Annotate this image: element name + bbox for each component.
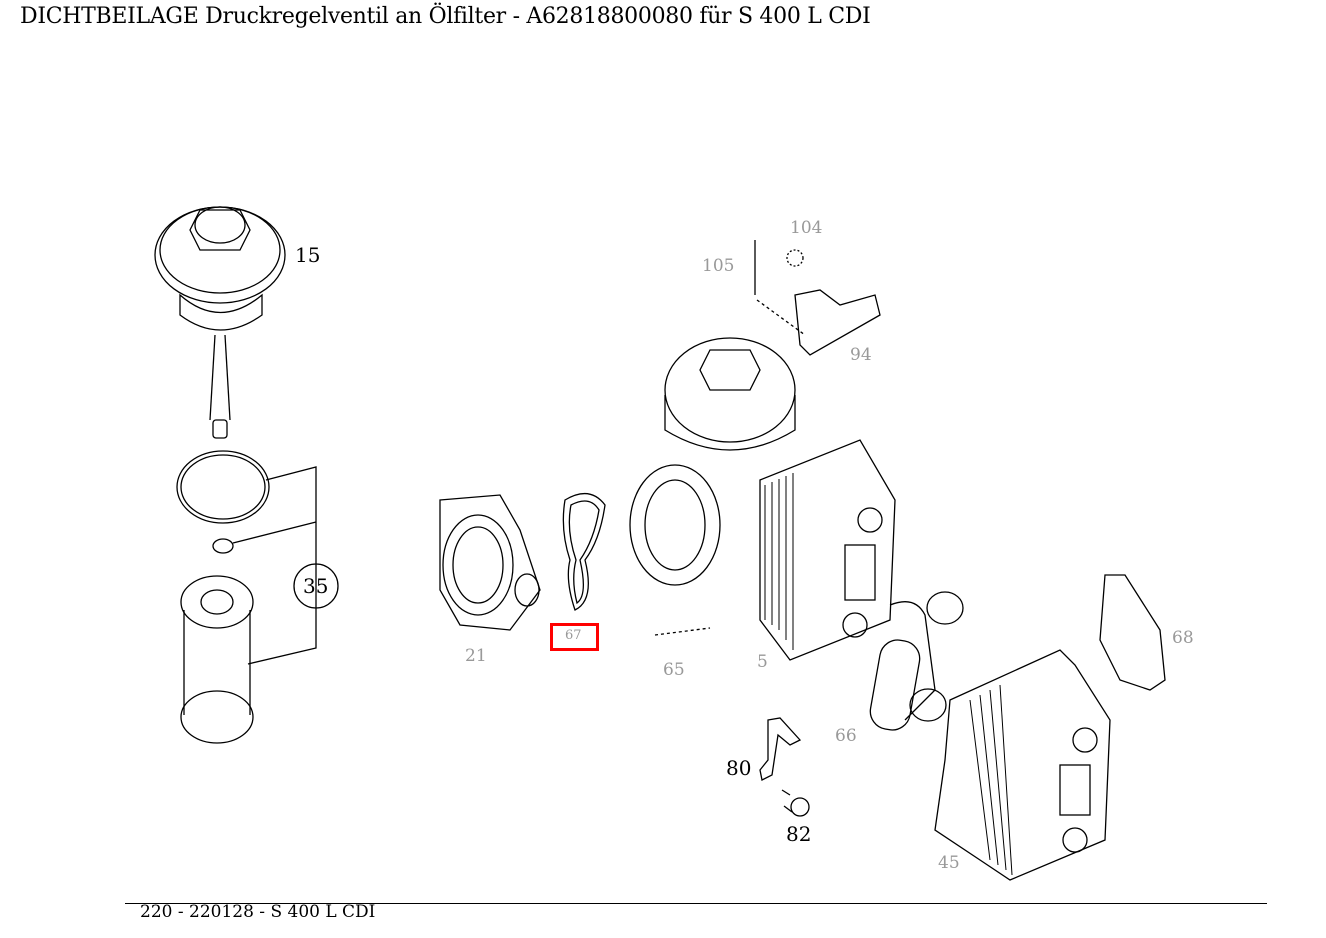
footer-divider — [125, 903, 1267, 904]
callout-66[interactable]: 66 — [835, 726, 857, 746]
part-94-bracket — [754, 240, 881, 356]
highlight-box — [550, 623, 599, 651]
part-45-oil-cooler — [934, 649, 1111, 881]
part-67-gasket — [562, 493, 606, 611]
part-15-filter-cap — [154, 206, 286, 439]
callout-82[interactable]: 82 — [786, 822, 812, 846]
callout-105[interactable]: 105 — [702, 256, 735, 276]
part-66-gasket — [869, 591, 964, 731]
part-80-bracket — [759, 717, 802, 781]
callout-65[interactable]: 65 — [663, 660, 685, 680]
page-title: DICHTBEILAGE Druckregelventil an Ölfilte… — [20, 4, 871, 29]
part-82-screw — [781, 789, 810, 817]
callout-35[interactable]: 35 — [303, 574, 329, 598]
callout-104[interactable]: 104 — [790, 218, 823, 238]
callout-80[interactable]: 80 — [726, 756, 752, 780]
part-65-bolt — [654, 627, 711, 636]
callout-21[interactable]: 21 — [465, 646, 487, 666]
part-21-housing — [439, 494, 541, 631]
callout-94[interactable]: 94 — [850, 345, 872, 365]
footer-text: 220 - 220128 - S 400 L CDI — [140, 902, 376, 922]
callout-45[interactable]: 45 — [938, 853, 960, 873]
callout-5[interactable]: 5 — [757, 652, 768, 672]
part-35-filter-element — [176, 450, 339, 744]
part-oil-filter-module — [629, 337, 896, 661]
callout-68[interactable]: 68 — [1172, 628, 1194, 648]
callout-15[interactable]: 15 — [295, 243, 321, 267]
part-68-gasket — [1099, 574, 1166, 691]
callout-67[interactable]: 67 — [565, 628, 582, 643]
